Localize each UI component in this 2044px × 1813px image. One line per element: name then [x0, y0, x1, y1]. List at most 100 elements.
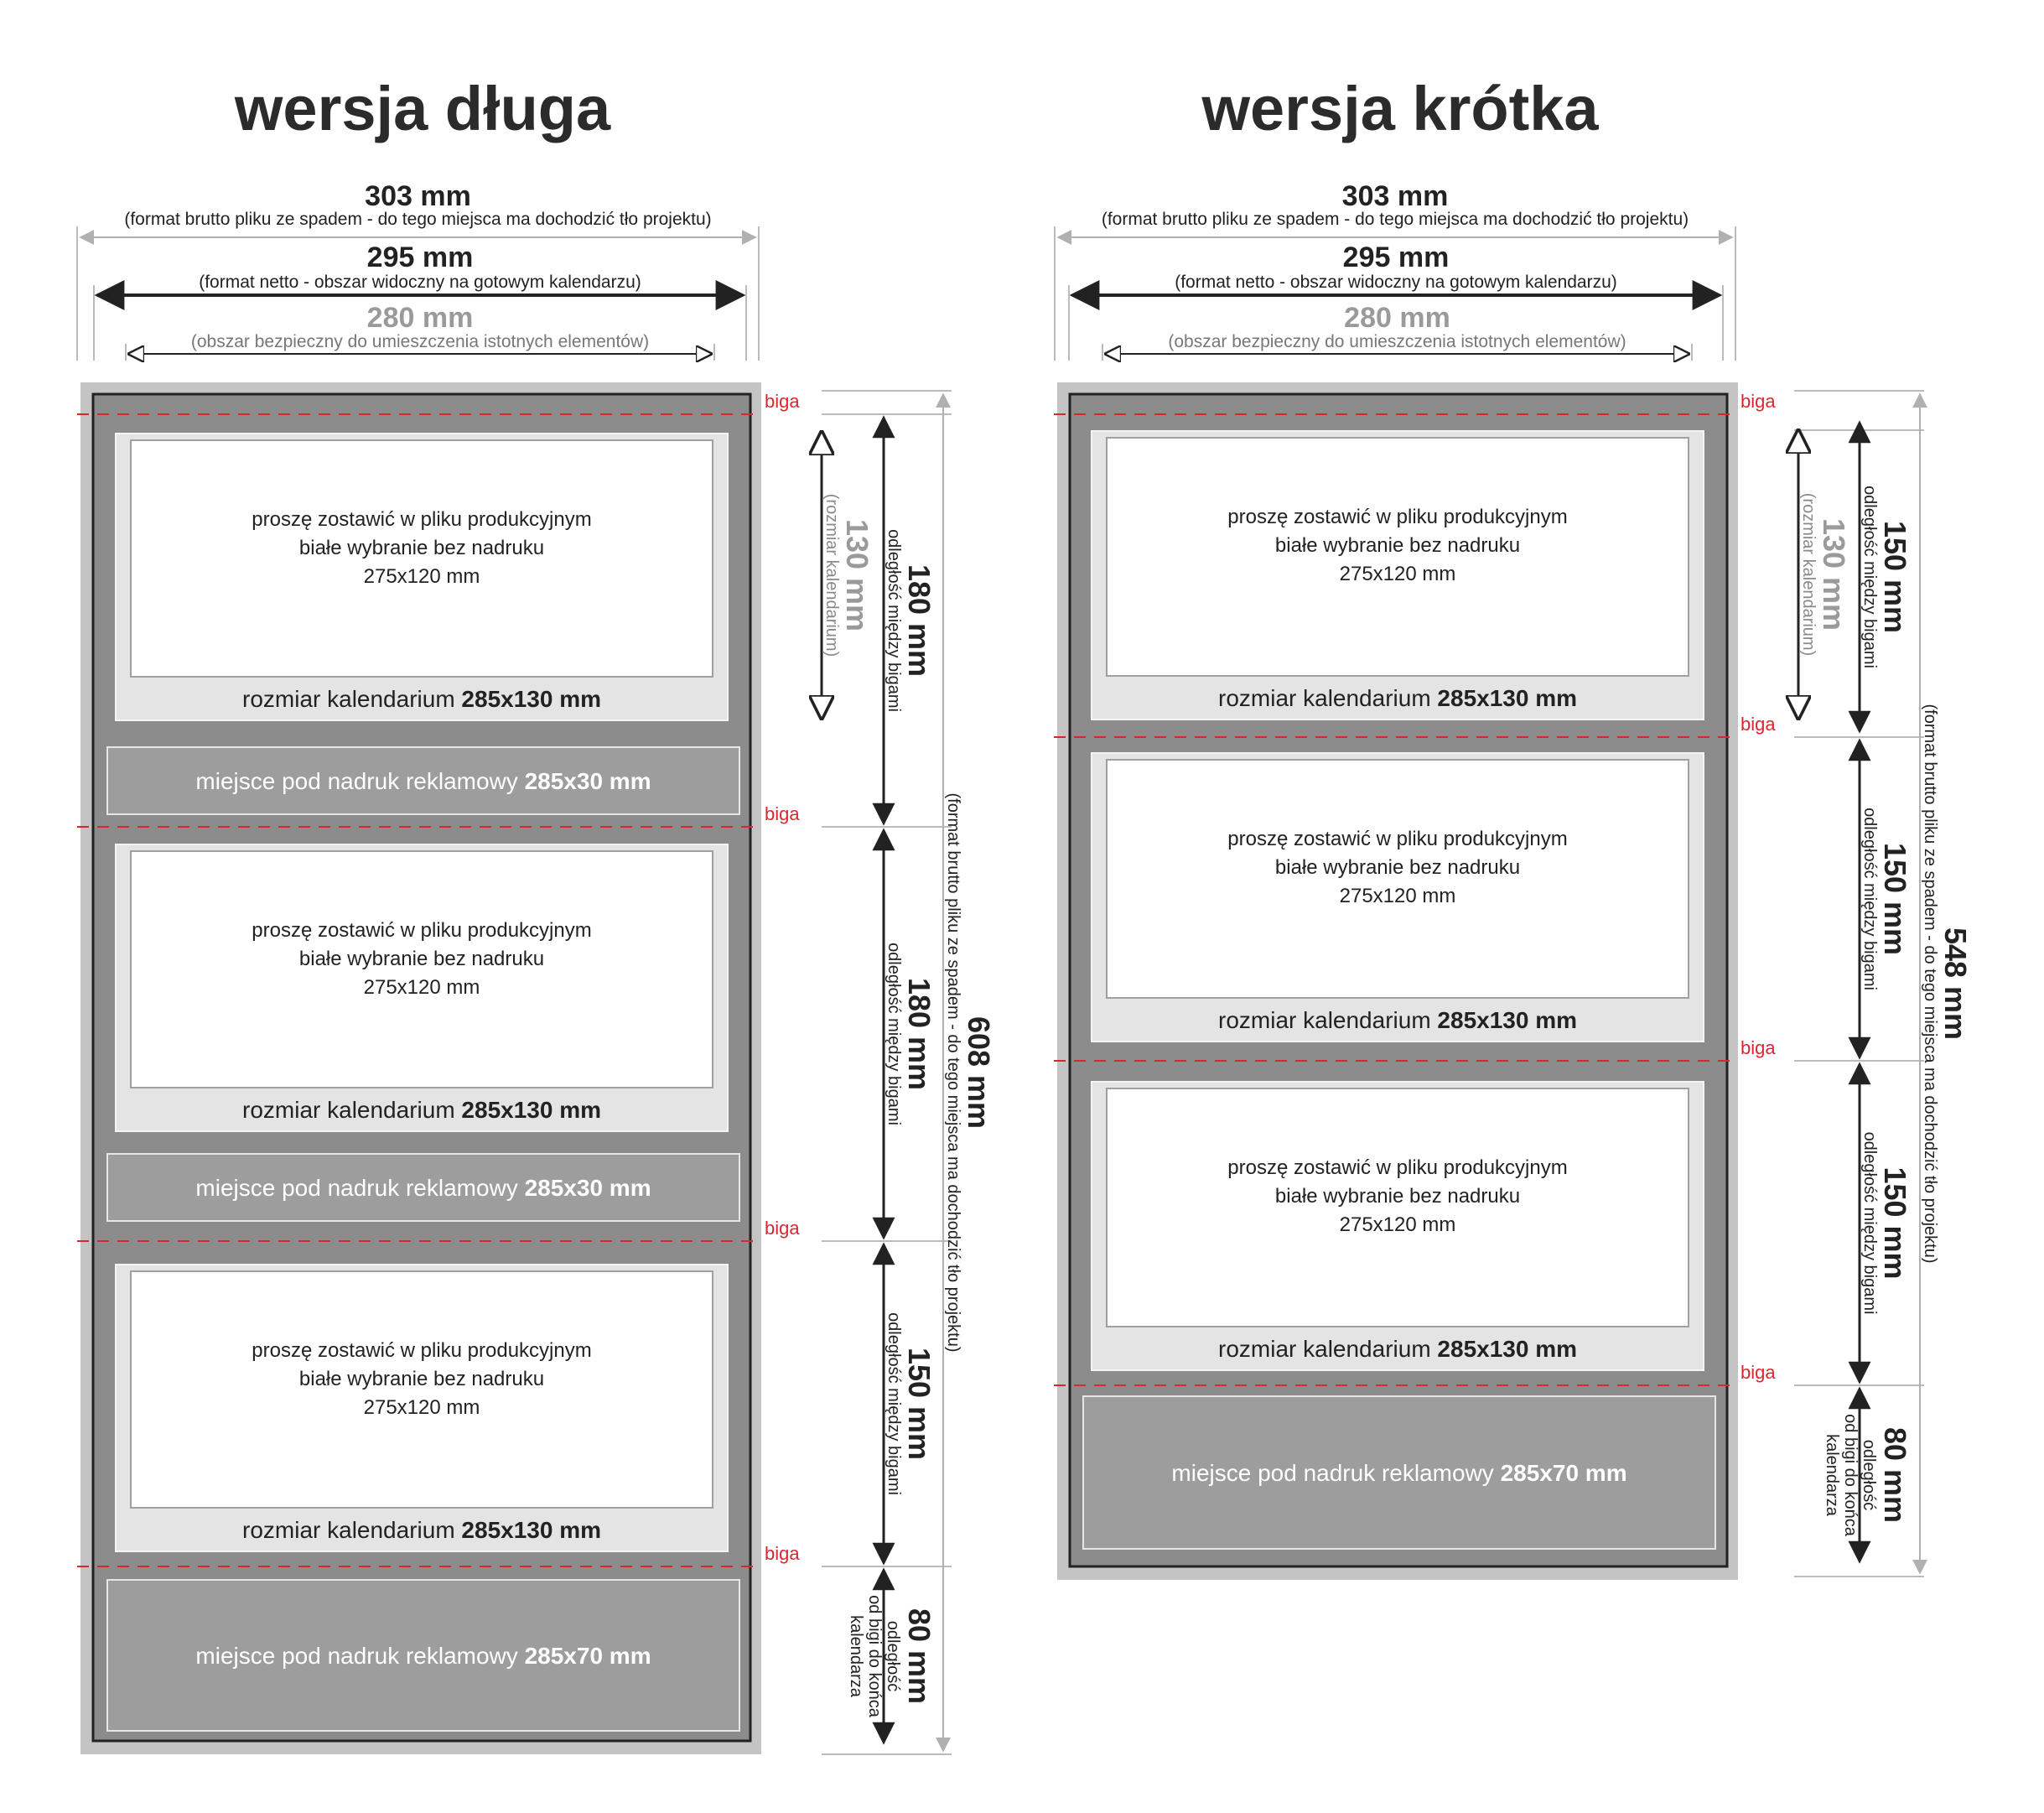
blank-area [1106, 759, 1689, 999]
width_brutto-note: (format brutto pliku ze spadem - do tego… [1102, 210, 1689, 229]
end-distance-note: kalendarza [847, 1615, 865, 1698]
ad-box [1082, 1395, 1716, 1550]
calendarium-size-label-label: rozmiar kalendarium [1218, 685, 1437, 711]
calendarium-size-label-size: 285x130 mm [1437, 1336, 1577, 1362]
total-height-value: 548 mm [1938, 927, 1973, 1040]
fold-distance-2-note: odległość między bigami [1860, 808, 1879, 990]
ad-label: miejsce pod nadruk reklamowy 285x70 mm [1171, 1460, 1626, 1486]
blank-area-note: 275x120 mm [1340, 563, 1456, 585]
width_safe-value: 280 mm [1344, 302, 1450, 334]
calendarium-height-label: 130 mm(rozmiar kalendarium) [1799, 493, 1851, 657]
fold-distance-3-value: 150 mm [902, 1348, 936, 1460]
blank-area-note: białe wybranie bez nadruku [299, 1368, 544, 1390]
calendarium-size-label-label: rozmiar kalendarium [242, 1517, 461, 1543]
fold-label: biga [1741, 1037, 1776, 1058]
blank-area [1106, 1088, 1689, 1327]
ad-box [106, 746, 740, 815]
fold-distance-1-value: 180 mm [902, 564, 936, 677]
total-height-value: 608 mm [962, 1016, 996, 1129]
blank-area-note: białe wybranie bez nadruku [299, 537, 544, 559]
width_netto-note: (format netto - obszar widoczny na gotow… [199, 273, 641, 292]
fold-distance-2-value: 150 mm [1878, 843, 1912, 955]
blank-area-note: 275x120 mm [1340, 1213, 1456, 1236]
calendarium-block: proszę zostawić w pliku produkcyjnym biał… [1091, 1081, 1704, 1371]
calendarium-size-label: rozmiar kalendarium 285x130 mm [242, 1097, 601, 1123]
ad-label: miejsce pod nadruk reklamowy 285x30 mm [195, 768, 651, 794]
fold-distance-3-value: 150 mm [1878, 1166, 1912, 1279]
blank-area [130, 850, 713, 1088]
ad-area: miejsce pod nadruk reklamowy 285x30 mm [106, 746, 740, 815]
fold-distance-2-value: 180 mm [902, 978, 936, 1090]
calendarium-height-note: (rozmiar kalendarium) [1799, 493, 1818, 657]
end-distance-note: kalendarza [1823, 1434, 1841, 1517]
ad-label-label: miejsce pod nadruk reklamowy [1171, 1460, 1500, 1486]
fold-label: biga [765, 803, 800, 824]
calendarium-height-note: (rozmiar kalendarium) [822, 494, 841, 657]
end-distance-note: od bigi do końca [865, 1595, 884, 1718]
ad-label: miejsce pod nadruk reklamowy 285x30 mm [195, 1175, 651, 1201]
calendarium-size-label-size: 285x130 mm [461, 686, 601, 712]
ad-label: miejsce pod nadruk reklamowy 285x70 mm [195, 1643, 651, 1669]
blank-area-note: białe wybranie bez nadruku [1275, 1185, 1520, 1208]
fold-distance-2-note: odległość między bigami [885, 943, 903, 1125]
blank-area-note: białe wybranie bez nadruku [299, 948, 544, 970]
total-height-label: 548 mm(format brutto pliku ze spadem - d… [1921, 704, 1973, 1264]
width_safe-note: (obszar bezpieczny do umieszczenia istot… [191, 332, 649, 351]
calendarium-size-label-label: rozmiar kalendarium [242, 686, 461, 712]
calendarium-size-label-size: 285x130 mm [1437, 1007, 1577, 1033]
fold-label: biga [765, 1543, 800, 1564]
calendarium-block: proszę zostawić w pliku produkcyjnym biał… [115, 433, 729, 721]
blank-area-note: proszę zostawić w pliku produkcyjnym [252, 508, 591, 531]
calendarium-size-label: rozmiar kalendarium 285x130 mm [1218, 1007, 1577, 1033]
calendarium-height-value: 130 mm [840, 519, 874, 631]
blank-area-note: białe wybranie bez nadruku [1275, 534, 1520, 557]
total-height-label: 608 mm(format brutto pliku ze spadem - d… [944, 793, 996, 1353]
fold-distance-3-note: odległość między bigami [1860, 1132, 1879, 1315]
blank-area-note: 275x120 mm [364, 565, 480, 588]
fold-label: biga [1741, 1362, 1776, 1383]
fold-distance-1-value: 150 mm [1878, 521, 1912, 633]
long-version: wersja długa 303 mm(format brutto pliku z… [76, 74, 996, 1755]
width_safe-value: 280 mm [367, 302, 474, 334]
width_safe-note: (obszar bezpieczny do umieszczenia istot… [1168, 332, 1626, 351]
blank-area-note: 275x120 mm [364, 976, 480, 999]
calendarium-size-label-label: rozmiar kalendarium [1218, 1336, 1437, 1362]
calendarium-size-label-size: 285x130 mm [461, 1097, 601, 1123]
ad-box [106, 1579, 740, 1732]
width_brutto-note: (format brutto pliku ze spadem - do tego… [124, 210, 711, 229]
calendarium-block: proszę zostawić w pliku produkcyjnymbiał… [1091, 752, 1704, 1042]
ad-label-label: miejsce pod nadruk reklamowy [195, 1643, 524, 1669]
calendarium-block: proszę zostawić w pliku produkcyjnymbiał… [1091, 430, 1704, 720]
blank-area-note: proszę zostawić w pliku produkcyjnym [1227, 828, 1567, 850]
width_brutto-value: 303 mm [365, 180, 471, 212]
end-distance-note: odległość [1860, 1440, 1878, 1511]
calendarium-size-label: rozmiar kalendarium 285x130 mm [1218, 1336, 1577, 1362]
fold-label: biga [1741, 714, 1776, 735]
fold-label: biga [1741, 391, 1776, 412]
end-distance-value: 80 mm [1878, 1427, 1912, 1523]
blank-area-note: 275x120 mm [364, 1396, 480, 1419]
calendarium-size-label-size: 285x130 mm [461, 1517, 601, 1543]
long-title: wersja długa [234, 74, 611, 143]
total-height-note: (format brutto pliku ze spadem - do tego… [1921, 704, 1939, 1264]
short-title: wersja krótka [1201, 74, 1599, 143]
end-distance-note: od bigi do końca [1841, 1414, 1860, 1537]
calendarium-size-label-label: rozmiar kalendarium [1218, 1007, 1437, 1033]
ad-label-size: 285x30 mm [525, 1175, 651, 1201]
calendarium-height-label: 130 mm(rozmiar kalendarium) [822, 494, 874, 657]
blank-area-note: proszę zostawić w pliku produkcyjnym [1227, 1156, 1567, 1179]
fold-distance-1-note: odległość między bigami [885, 529, 903, 712]
calendarium-size-label-size: 285x130 mm [1437, 685, 1577, 711]
ad-area: miejsce pod nadruk reklamowy 285x70 mm [1082, 1395, 1716, 1550]
width_netto-value: 295 mm [1343, 242, 1450, 273]
ad-label-label: miejsce pod nadruk reklamowy [195, 1175, 524, 1201]
fold-distance-3-note: odległość między bigami [885, 1312, 903, 1495]
